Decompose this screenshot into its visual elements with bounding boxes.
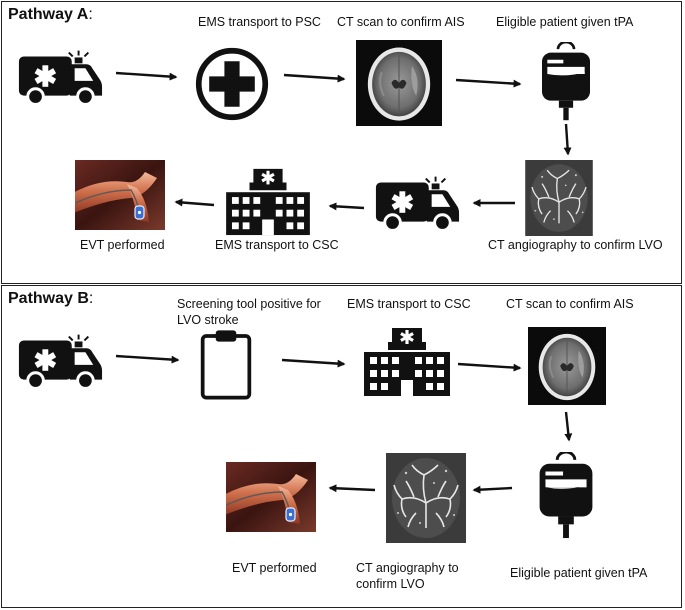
iv-blood-bag-icon: [536, 452, 596, 540]
pathway-b-title: Pathway B:: [8, 290, 94, 307]
label-b-evt: EVT performed: [232, 561, 317, 575]
iv-blood-bag-icon: [538, 42, 594, 122]
label-b-ct-ais: CT scan to confirm AIS: [506, 297, 634, 311]
label-b-tpa: Eligible patient given tPA: [510, 566, 648, 580]
ct-angiography-image: [523, 160, 595, 236]
clipboard-icon: [198, 326, 254, 402]
medical-cross-icon: [194, 46, 270, 122]
ct-brain-scan-image: [356, 38, 442, 128]
label-b-ems-csc: EMS transport to CSC: [347, 297, 471, 311]
ct-angiography-image: [386, 448, 466, 548]
label-a-tpa: Eligible patient given tPA: [496, 15, 634, 29]
label-a-cta-lvo: CT angiography to confirm LVO: [488, 238, 663, 252]
label-a-ct-ais: CT scan to confirm AIS: [337, 15, 465, 29]
label-a-evt: EVT performed: [80, 238, 165, 252]
evt-catheter-image: [226, 461, 316, 533]
hospital-icon: [224, 163, 312, 237]
evt-catheter-image: [75, 160, 165, 230]
ct-brain-scan-image: [528, 324, 606, 408]
ambulance-icon: [16, 334, 104, 390]
ambulance-icon: [373, 176, 461, 232]
label-b-cta-lvo: CT angiography to confirm LVO: [356, 561, 459, 591]
pathway-a-title: Pathway A:: [8, 6, 93, 23]
label-a-ems-psc: EMS transport to PSC: [198, 15, 321, 29]
hospital-icon: [362, 322, 452, 398]
ambulance-icon: [16, 50, 104, 106]
label-a-ems-csc: EMS transport to CSC: [215, 238, 339, 252]
label-b-screening: Screening tool positive for LVO stroke: [177, 297, 321, 327]
